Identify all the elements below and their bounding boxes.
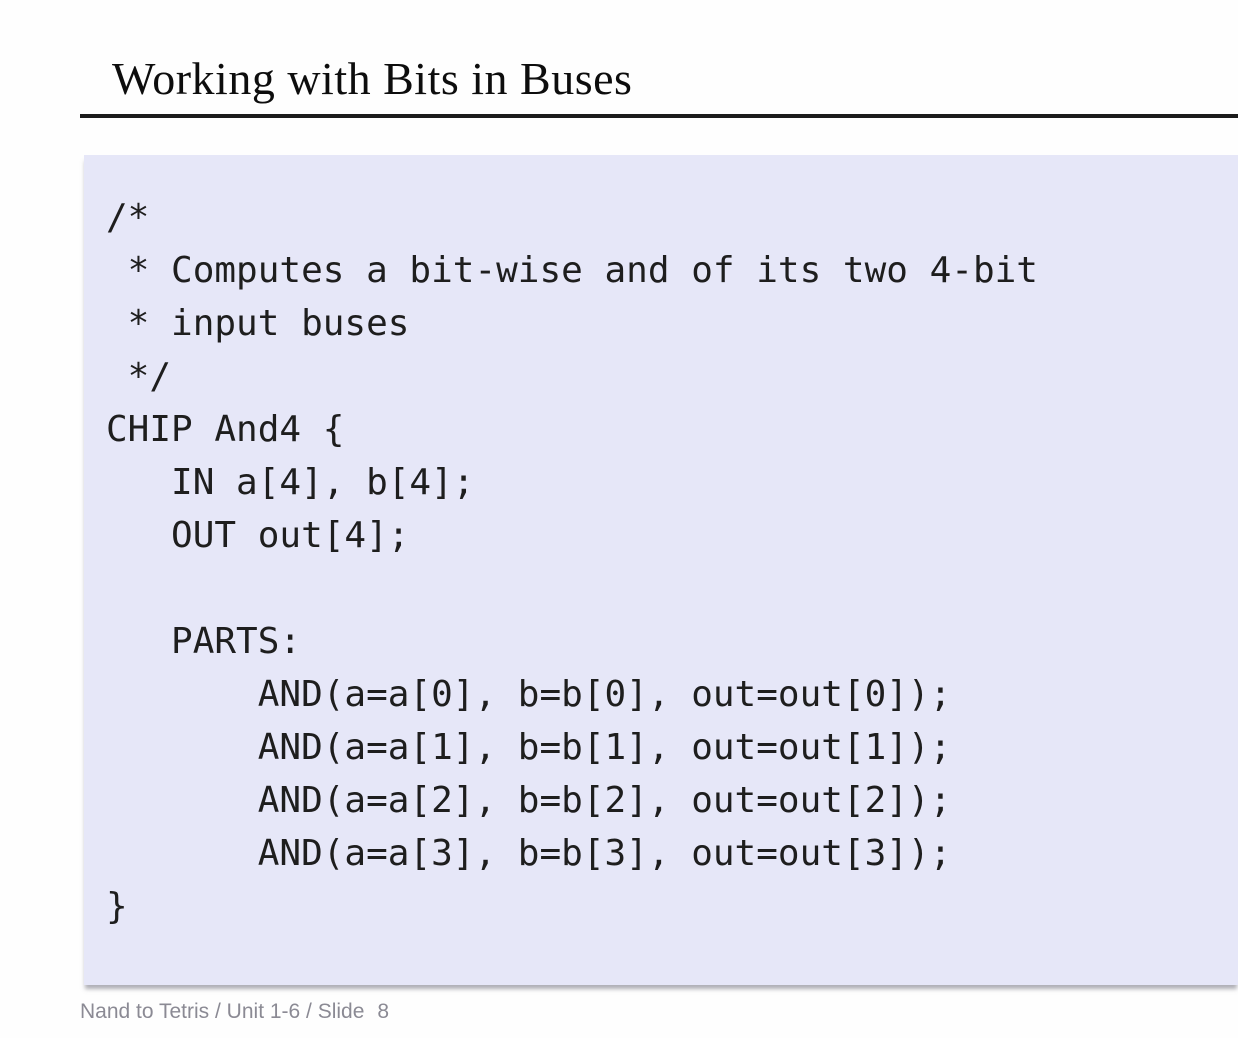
code-line: /* — [106, 197, 150, 238]
code-line: AND(a=a[2], b=b[2], out=out[2]); — [106, 780, 952, 821]
code-line — [106, 562, 1230, 615]
code-block: /* * Computes a bit-wise and of its two … — [106, 191, 1230, 933]
footer-label: Nand to Tetris / Unit 1-6 / Slide — [80, 1000, 365, 1023]
title-rule — [80, 114, 1238, 118]
footer-slide-number: 8 — [377, 1000, 390, 1023]
code-line: CHIP And4 { — [106, 409, 345, 450]
code-line: AND(a=a[0], b=b[0], out=out[0]); — [106, 674, 952, 715]
slide-title: Working with Bits in Buses — [112, 53, 633, 104]
code-line: */ — [106, 356, 172, 397]
code-line: IN a[4], b[4]; — [106, 462, 475, 503]
code-line: * input buses — [106, 303, 410, 344]
code-line: AND(a=a[3], b=b[3], out=out[3]); — [106, 833, 952, 874]
code-panel: /* * Computes a bit-wise and of its two … — [84, 155, 1238, 985]
slide-footer: Nand to Tetris / Unit 1-6 / Slide 8 — [80, 1000, 389, 1024]
code-line: PARTS: — [106, 621, 302, 662]
code-line: } — [106, 886, 128, 927]
code-line: OUT out[4]; — [106, 515, 410, 556]
code-line: AND(a=a[1], b=b[1], out=out[1]); — [106, 727, 952, 768]
code-line: * Computes a bit-wise and of its two 4-b… — [106, 250, 1038, 291]
